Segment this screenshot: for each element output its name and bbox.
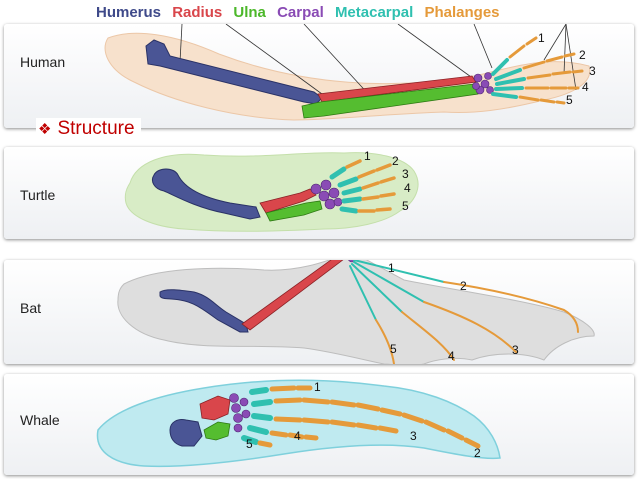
whale-digit-1: 1 bbox=[314, 380, 321, 394]
whale-ulna bbox=[203, 421, 231, 441]
whale-carpals bbox=[229, 393, 251, 433]
whale-radius bbox=[199, 395, 231, 421]
legend-radius: Radius bbox=[172, 4, 223, 21]
panel-bat: 1 2 3 4 5 Bat bbox=[4, 260, 634, 364]
bat-radius bbox=[241, 260, 344, 331]
turtle-humerus bbox=[151, 168, 261, 220]
human-digit-4: 4 bbox=[582, 80, 589, 94]
panel-label-human: Human bbox=[20, 54, 66, 70]
bat-metacarpals bbox=[349, 260, 445, 321]
turtle-digit-1: 1 bbox=[364, 149, 371, 163]
legend-metacarpal: Metacarpal bbox=[334, 4, 414, 21]
bat-phalanges bbox=[375, 281, 579, 364]
bat-digit-5: 5 bbox=[390, 342, 397, 356]
human-digit-3: 3 bbox=[589, 64, 596, 78]
human-ulna bbox=[301, 83, 479, 119]
whale-digit-5: 5 bbox=[246, 437, 253, 451]
structure-heading: ❖ Structure bbox=[36, 118, 141, 140]
human-arm-illustration: 1 2 3 4 5 bbox=[104, 24, 596, 121]
human-digit-1: 1 bbox=[538, 31, 545, 45]
turtle-limb-illustration: 1 2 3 4 5 bbox=[124, 149, 419, 232]
turtle-phalanges bbox=[345, 159, 396, 213]
structure-label: Structure bbox=[57, 118, 135, 139]
human-digit-2: 2 bbox=[579, 48, 586, 62]
human-radius bbox=[317, 75, 477, 103]
whale-digit-2: 2 bbox=[474, 446, 481, 460]
legend-phalanges: Phalanges bbox=[424, 4, 500, 21]
whale-digit-4: 4 bbox=[294, 429, 301, 443]
turtle-digit-3: 3 bbox=[402, 167, 409, 181]
turtle-carpals bbox=[310, 179, 343, 210]
whale-phalanges bbox=[257, 385, 481, 449]
legend-humerus: Humerus bbox=[96, 4, 162, 21]
whale-digit-3: 3 bbox=[410, 429, 417, 443]
legend-carpal: Carpal bbox=[277, 4, 324, 21]
panel-human: 1 2 3 4 5 Human bbox=[4, 24, 634, 128]
whale-metacarpals bbox=[241, 387, 273, 445]
bat-digit-2: 2 bbox=[460, 279, 467, 293]
panel-turtle: 1 2 3 4 5 Turtle bbox=[4, 147, 634, 239]
turtle-ulna bbox=[265, 200, 323, 222]
turtle-digit-5: 5 bbox=[402, 199, 409, 213]
panel-label-turtle: Turtle bbox=[20, 187, 56, 203]
bat-wing-illustration: 1 2 3 4 5 bbox=[117, 260, 595, 364]
human-digit-5: 5 bbox=[566, 93, 573, 107]
whale-humerus bbox=[169, 419, 203, 447]
turtle-digit-4: 4 bbox=[404, 181, 411, 195]
panel-label-whale: Whale bbox=[20, 412, 60, 428]
human-phalanges bbox=[508, 36, 584, 105]
bat-humerus bbox=[159, 289, 249, 333]
turtle-digit-2: 2 bbox=[392, 154, 399, 168]
panel-label-bat: Bat bbox=[20, 300, 42, 316]
diamond-bullet-icon: ❖ bbox=[38, 121, 52, 138]
panel-whale: 1 2 3 4 5 Whale bbox=[4, 374, 634, 475]
bat-digit-4: 4 bbox=[448, 349, 455, 363]
legend-ulna: Ulna bbox=[233, 4, 266, 21]
bat-digit-1: 1 bbox=[388, 261, 395, 275]
whale-flipper-illustration: 1 2 3 4 5 bbox=[96, 379, 501, 468]
human-metacarpals bbox=[491, 58, 526, 99]
turtle-metacarpals bbox=[329, 166, 363, 214]
bat-digit-3: 3 bbox=[512, 343, 519, 357]
bone-legend: Humerus Radius Ulna Carpal Metacarpal Ph… bbox=[96, 4, 507, 21]
human-carpals bbox=[472, 72, 494, 95]
